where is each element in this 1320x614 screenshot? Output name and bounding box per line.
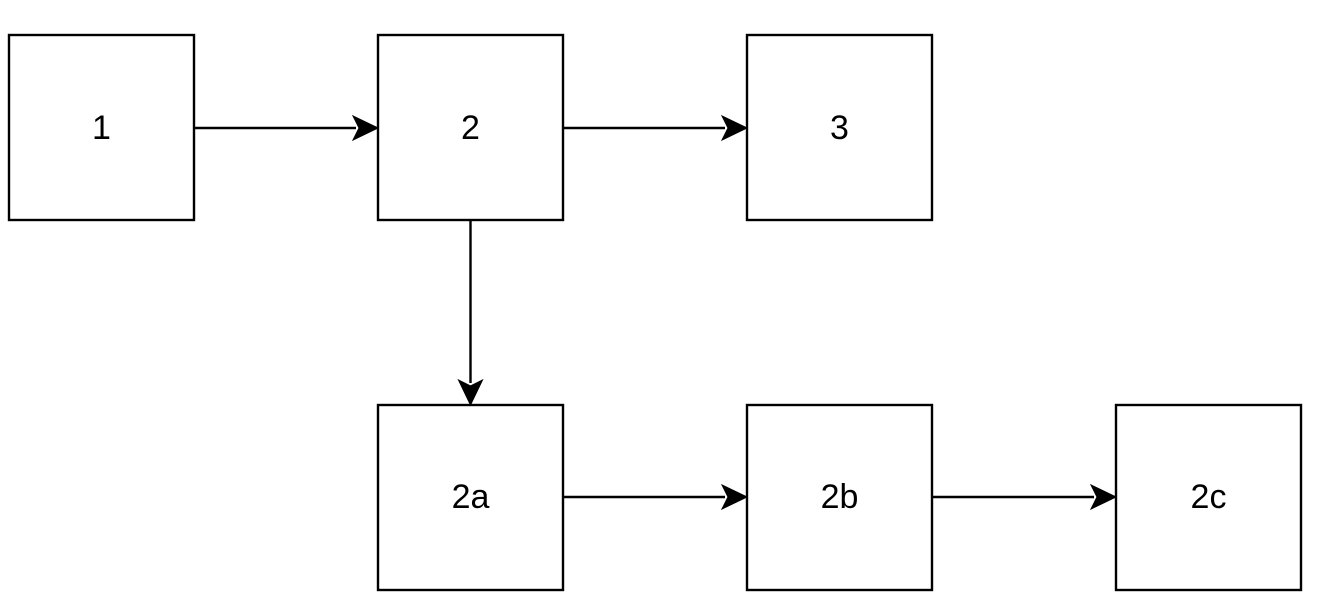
node-2b: 2b — [745, 403, 934, 592]
node-2b-box — [745, 403, 934, 592]
node-2a-box — [376, 403, 565, 592]
edge-2-to-2a — [457, 220, 484, 407]
node-3-label: 3 — [830, 109, 849, 147]
node-3-box — [745, 33, 934, 222]
node-2b-label: 2b — [821, 478, 859, 516]
edges — [194, 114, 1118, 511]
node-1: 1 — [7, 33, 196, 222]
node-2a-label: 2a — [452, 478, 490, 516]
node-2a: 2a — [376, 403, 565, 592]
node-1-box — [7, 33, 196, 222]
node-1-label: 1 — [92, 109, 111, 147]
edge-2-to-3 — [563, 114, 749, 142]
node-2c-box — [1114, 403, 1303, 592]
node-2-box — [376, 33, 565, 222]
edge-2b-to-2c — [932, 483, 1118, 511]
node-3: 3 — [745, 33, 934, 222]
node-2-label: 2 — [461, 109, 480, 147]
edge-1-to-2 — [194, 114, 380, 142]
node-2c-label: 2c — [1191, 478, 1227, 516]
node-2c: 2c — [1114, 403, 1303, 592]
edge-2a-to-2b — [563, 483, 749, 511]
node-2: 2 — [376, 33, 565, 222]
